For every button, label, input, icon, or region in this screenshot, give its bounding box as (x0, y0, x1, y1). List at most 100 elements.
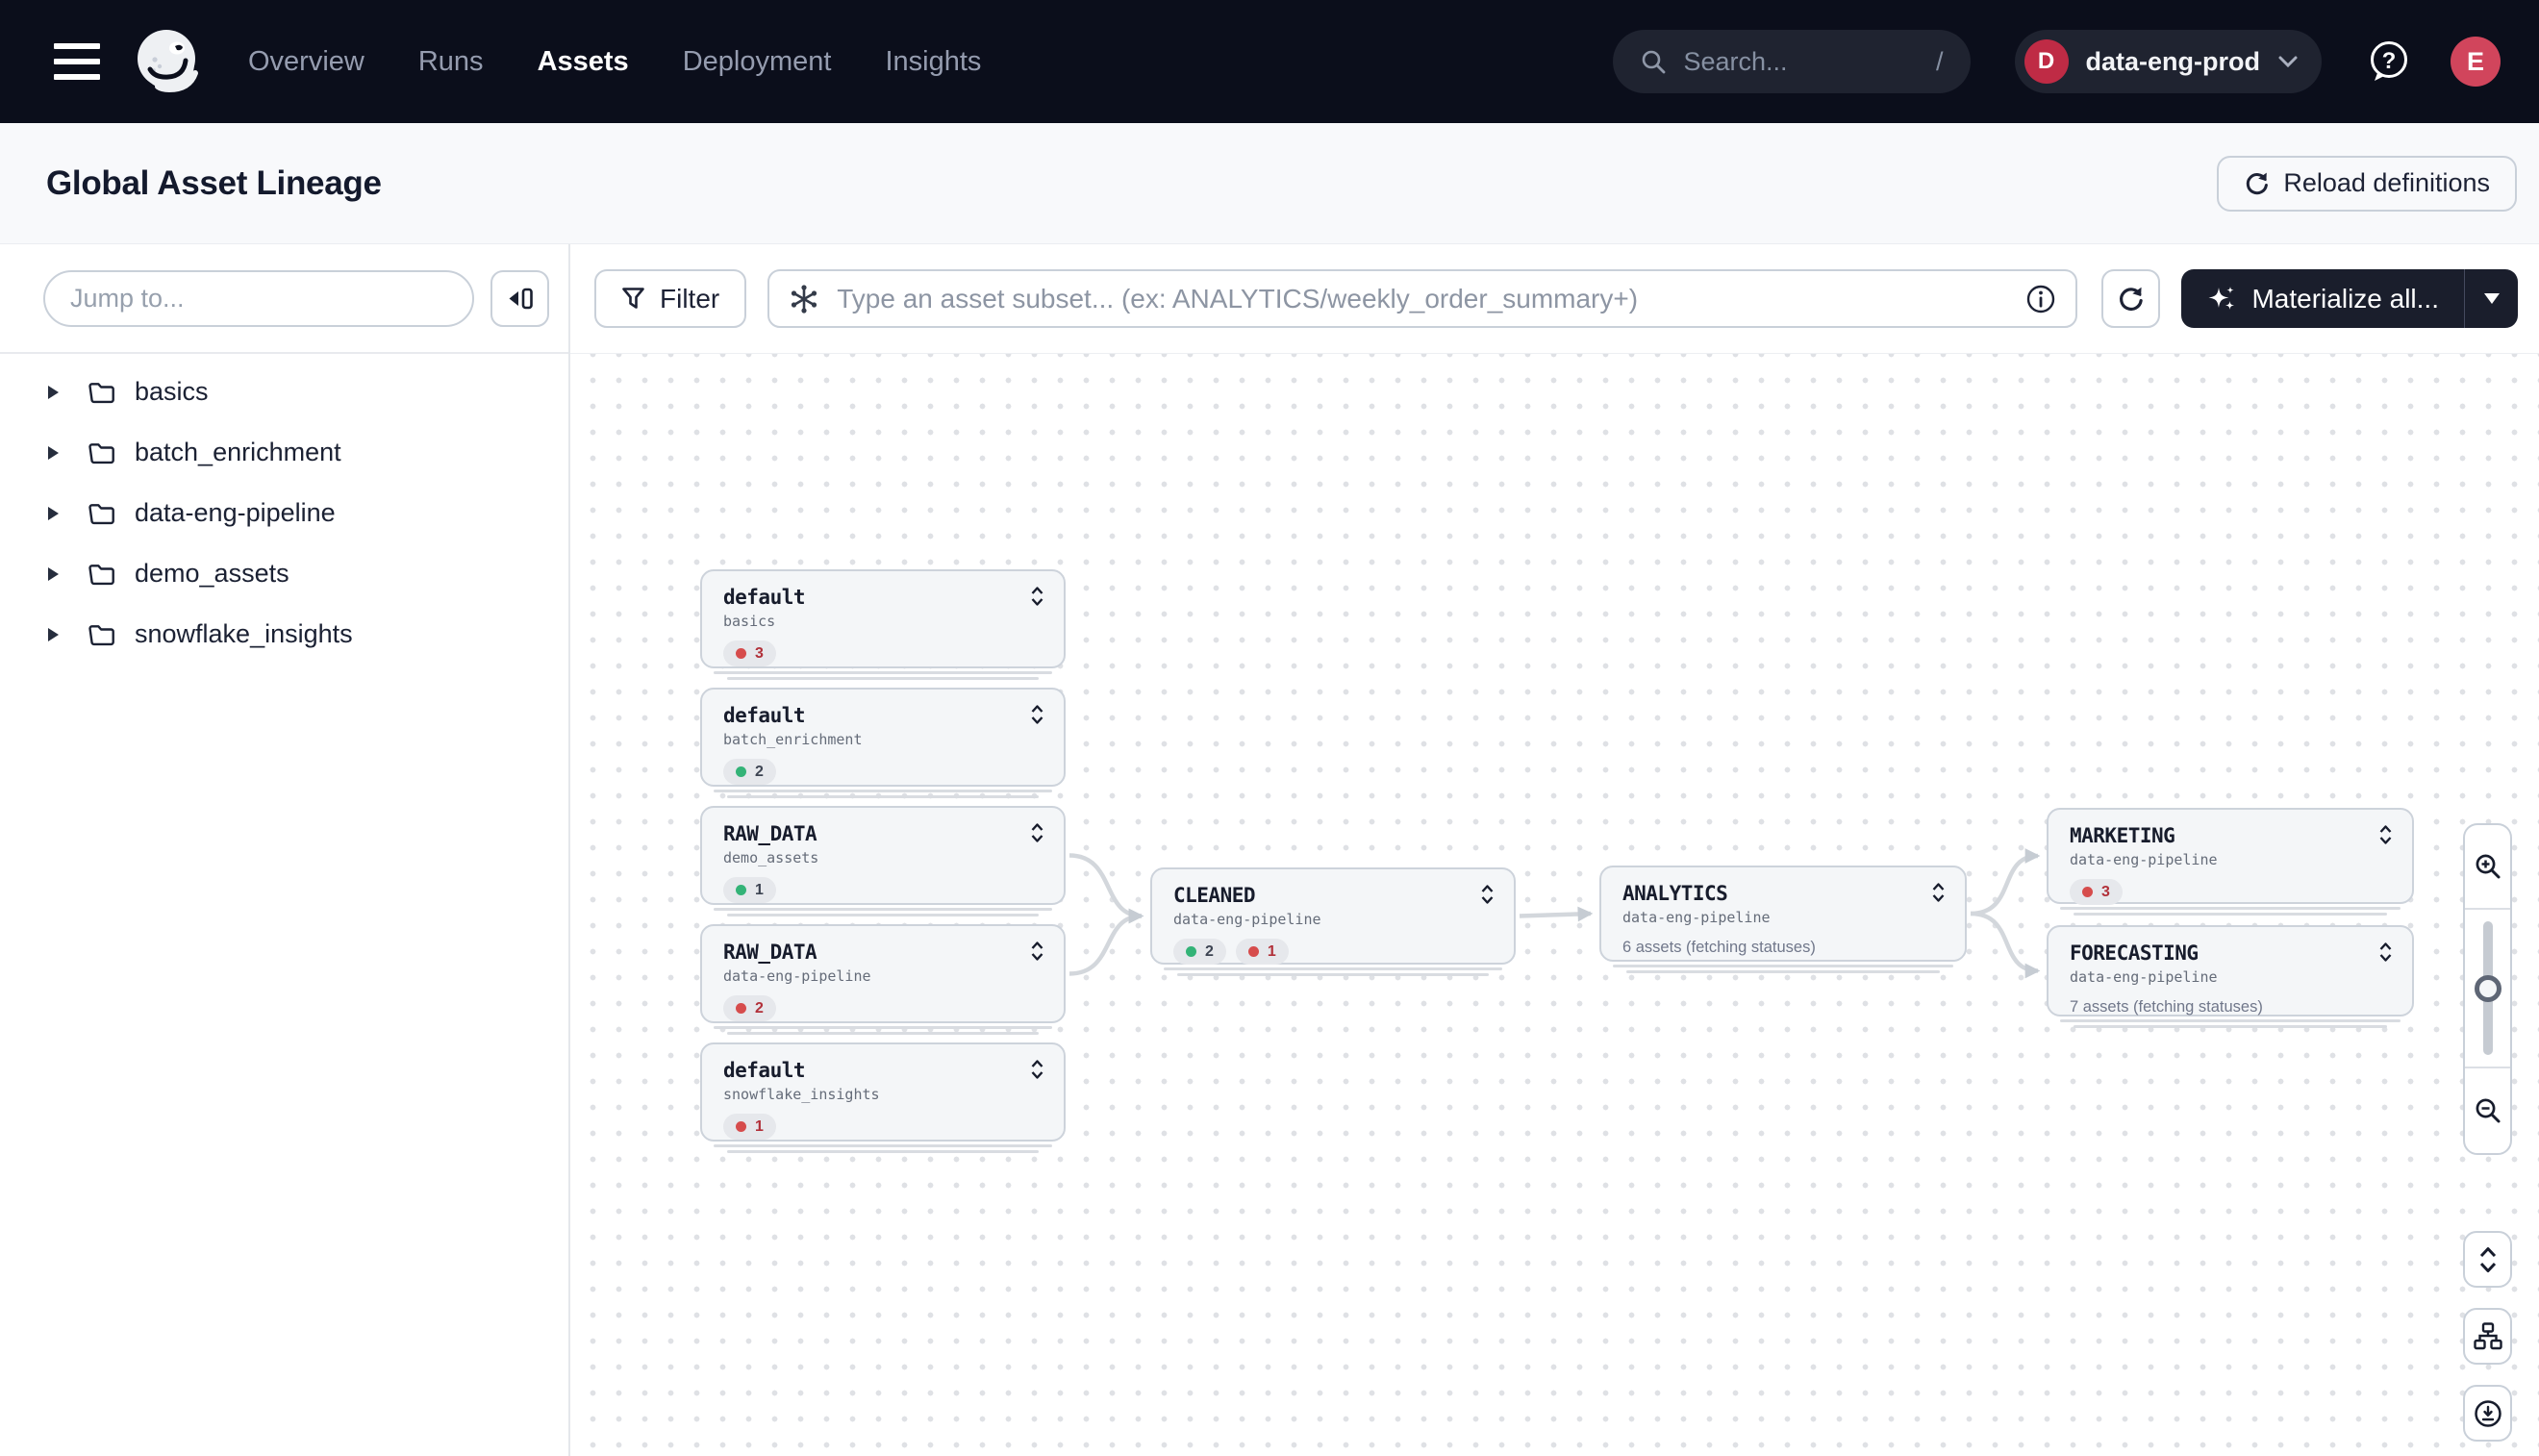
status-badge-success: 1 (723, 877, 776, 903)
asset-selection-icon (792, 284, 817, 314)
zoom-out-button[interactable] (2465, 1067, 2510, 1153)
asset-subset-input[interactable]: Type an asset subset... (ex: ANALYTICS/w… (767, 269, 2078, 328)
unfold-icon[interactable] (1931, 882, 1946, 903)
nav-item-overview[interactable]: Overview (248, 45, 365, 77)
jump-to-input[interactable]: Jump to... (43, 270, 474, 327)
unfold-icon[interactable] (1030, 822, 1044, 843)
nav-item-insights[interactable]: Insights (885, 45, 982, 77)
materialize-all-button[interactable]: Materialize all... (2181, 269, 2464, 328)
success-dot (736, 766, 746, 777)
download-image-button[interactable] (2463, 1385, 2512, 1442)
nav-item-assets[interactable]: Assets (537, 45, 629, 77)
unfold-icon[interactable] (2378, 824, 2393, 845)
download-icon (2474, 1399, 2501, 1427)
org-chart-icon (2473, 1322, 2502, 1350)
folder-icon (88, 442, 114, 464)
group-title: MARKETING (2070, 824, 2175, 847)
info-icon[interactable] (2025, 284, 2056, 314)
nav-item-runs[interactable]: Runs (417, 45, 484, 77)
menu-icon[interactable] (54, 43, 100, 80)
folder-label: demo_assets (135, 559, 289, 588)
group-title: CLEANED (1173, 884, 1256, 907)
reload-definitions-label: Reload definitions (2283, 168, 2490, 197)
sidebar-divider (0, 352, 568, 354)
sidebar-folder-snowflake_insights[interactable]: snowflake_insights (0, 604, 568, 665)
dagster-logo[interactable] (125, 20, 208, 103)
caret-right-icon[interactable] (48, 566, 59, 581)
unfold-icon[interactable] (2378, 941, 2393, 963)
unfold-icon[interactable] (1480, 884, 1495, 905)
folder-icon (88, 624, 114, 645)
caret-right-icon[interactable] (48, 385, 59, 399)
group-repo: data-eng-pipeline (2070, 851, 2218, 868)
status-badges: 3 (2070, 879, 2393, 905)
jump-to-placeholder: Jump to... (70, 284, 185, 313)
unfold-icon[interactable] (1030, 586, 1044, 607)
materialize-options-caret[interactable] (2465, 269, 2518, 328)
group-title: default (723, 704, 806, 727)
refresh-graph-button[interactable] (2101, 269, 2161, 328)
expand-collapse-groups-button[interactable] (2463, 1231, 2512, 1288)
layout-tree-button[interactable] (2463, 1308, 2512, 1365)
refresh-icon (2247, 172, 2269, 195)
help-button[interactable]: ? (2368, 39, 2410, 84)
page-header: Global Asset Lineage Reload definitions (0, 123, 2539, 244)
group-repo: snowflake_insights (723, 1086, 880, 1103)
split-button-divider (2464, 269, 2465, 328)
stack-line (727, 1150, 1039, 1153)
zoom-in-button[interactable] (2465, 825, 2510, 910)
unfold-icon[interactable] (1030, 941, 1044, 962)
caret-right-icon[interactable] (48, 627, 59, 641)
sidebar-folder-demo_assets[interactable]: demo_assets (0, 543, 568, 604)
status-badges: 1 (723, 877, 1044, 903)
fetching-status-text: 6 assets (fetching statuses) (1622, 939, 1816, 956)
svg-text:?: ? (2382, 48, 2397, 74)
sidebar-folder-batch_enrichment[interactable]: batch_enrichment (0, 422, 568, 483)
success-dot (1186, 946, 1196, 957)
materialize-all-split-button: Materialize all... (2181, 269, 2518, 328)
failed-dot (736, 1121, 746, 1132)
stack-line (2060, 1019, 2401, 1022)
sidebar-folder-data-eng-pipeline[interactable]: data-eng-pipeline (0, 483, 568, 543)
collapse-sidebar-button[interactable] (490, 270, 549, 327)
status-badge-failed: 2 (723, 995, 776, 1021)
edge-raw_demo-to-cleaned (1068, 853, 1144, 924)
asset-group-node-default_snowflake[interactable]: default snowflake_insights 1 (700, 1042, 1066, 1153)
global-search[interactable]: Search... / (1612, 30, 1971, 93)
sidebar-folder-basics[interactable]: basics (0, 362, 568, 422)
primary-nav: Overview Runs Assets Deployment Insights (248, 46, 981, 78)
group-title: default (723, 1059, 806, 1082)
zoom-slider[interactable] (2465, 910, 2510, 1067)
unfold-icon[interactable] (1030, 1059, 1044, 1080)
unfold-icon (2479, 1246, 2496, 1272)
asset-subset-placeholder: Type an asset subset... (ex: ANALYTICS/w… (837, 283, 1639, 314)
unfold-icon[interactable] (1030, 704, 1044, 725)
filter-button[interactable]: Filter (594, 269, 747, 328)
search-placeholder: Search... (1683, 46, 1788, 76)
status-badge-success: 2 (1173, 939, 1226, 965)
stack-line (714, 1144, 1052, 1147)
status-badge-failed: 1 (723, 1114, 776, 1140)
group-repo: data-eng-pipeline (2070, 968, 2218, 986)
deployment-switcher[interactable]: D data-eng-prod (2014, 30, 2322, 93)
status-badges: 3 (723, 640, 1044, 666)
caret-right-icon[interactable] (48, 445, 59, 460)
reload-definitions-button[interactable]: Reload definitions (2217, 155, 2517, 212)
caret-right-icon[interactable] (48, 506, 59, 520)
fetching-status-text: 7 assets (fetching statuses) (2070, 998, 2263, 1016)
stack-line (714, 1026, 1052, 1029)
user-avatar[interactable]: E (2451, 37, 2501, 87)
asset-group-node-marketing[interactable]: MARKETING data-eng-pipeline 3 (2047, 808, 2414, 916)
nav-item-deployment[interactable]: Deployment (682, 45, 832, 77)
edge-layer (1068, 848, 2041, 979)
zoom-slider-thumb[interactable] (2474, 974, 2501, 1002)
status-badge-failed: 3 (2070, 879, 2123, 905)
